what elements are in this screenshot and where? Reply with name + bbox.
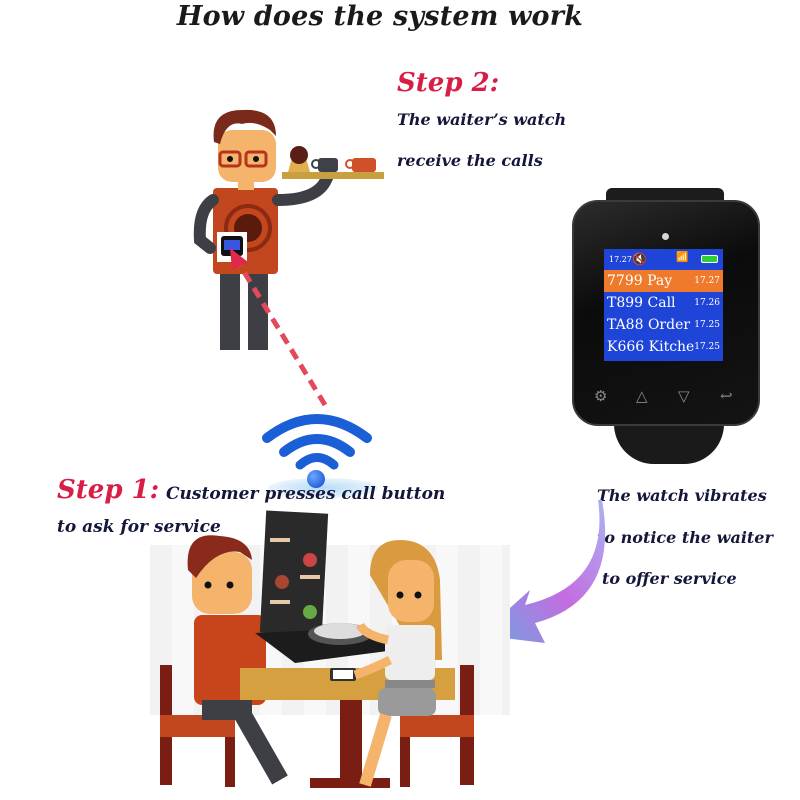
message-time: 17.25 [694, 342, 720, 352]
step1-label: Step 1: [57, 475, 160, 505]
battery-icon [701, 255, 718, 263]
watch-screen: 17.27 🔇 📶 7799 Pay 17.27 T899 Call 17.26… [604, 249, 723, 361]
message-row[interactable]: K666 Kitche 17.25 [604, 336, 723, 358]
watch-status-bar: 17.27 🔇 📶 [604, 249, 723, 270]
watch-led-icon [662, 233, 669, 240]
message-text: TA88 Order [607, 317, 691, 333]
vibrate-note-line1: The watch vibrates [597, 486, 767, 505]
vibrate-note-line2: to notice the waiter [597, 528, 773, 547]
status-time: 17.27 [609, 255, 632, 264]
signal-dashed-line [230, 248, 328, 407]
message-time: 17.25 [694, 320, 720, 330]
vibrate-note-line3: to offer service [602, 569, 737, 588]
message-time: 17.27 [694, 276, 720, 286]
step1-line1: Customer presses call button [166, 484, 446, 504]
message-row[interactable]: TA88 Order 17.25 [604, 314, 723, 336]
wifi-glow [268, 478, 378, 498]
watch-button-bar: ⚙ △ ▽ ↩ [590, 385, 740, 407]
waiter-illustration [193, 109, 384, 350]
wifi-dot-icon [307, 470, 325, 488]
settings-gear-icon[interactable]: ⚙ [594, 387, 608, 405]
message-text: K666 Kitche [607, 339, 695, 355]
step2-line2: receive the calls [397, 151, 543, 170]
step2-line1: The waiter’s watch [397, 110, 567, 129]
message-row[interactable]: T899 Call 17.26 [604, 292, 723, 314]
page-title: How does the system work [176, 1, 584, 32]
step2-label: Step 2: [397, 68, 500, 98]
curved-arrow-icon [480, 500, 606, 643]
back-return-icon[interactable]: ↩ [720, 387, 733, 405]
up-arrow-icon[interactable]: △ [636, 387, 648, 405]
vibrate-mute-icon: 🔇 [632, 252, 647, 266]
wifi-icon [262, 414, 372, 470]
message-time: 17.26 [694, 298, 720, 308]
down-arrow-icon[interactable]: ▽ [678, 387, 690, 405]
signal-icon: 📶 [676, 252, 689, 263]
message-text: 7799 Pay [607, 273, 673, 289]
restaurant-scene-illustration [160, 510, 474, 788]
message-text: T899 Call [607, 295, 676, 311]
step1-line2: to ask for service [57, 517, 221, 537]
message-row[interactable]: 7799 Pay 17.27 [604, 270, 723, 292]
